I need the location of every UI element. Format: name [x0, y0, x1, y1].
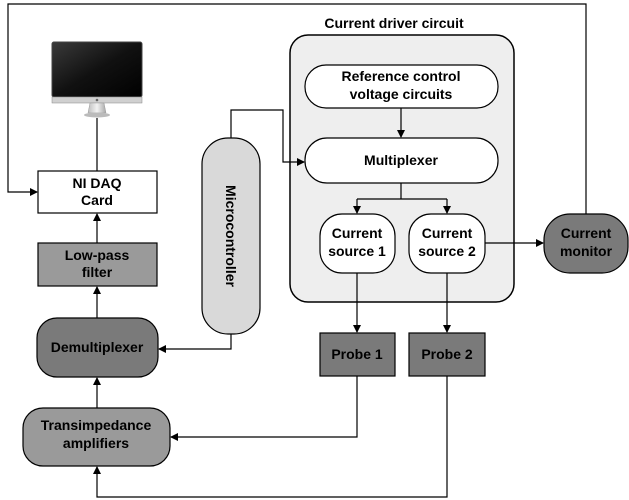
reference-control-label-line1: Reference control	[341, 68, 460, 84]
current-source-1-label-line2: source 1	[328, 243, 386, 259]
current-source-2-block: Current source 2	[408, 213, 486, 274]
low-pass-label-line2: filter	[82, 264, 113, 280]
transimpedance-label-line2: amplifiers	[63, 435, 129, 451]
current-monitor-label-line2: monitor	[560, 243, 613, 259]
transimpedance-label-line1: Transimpedance	[41, 417, 152, 433]
microcontroller-block: Microcontroller	[201, 137, 261, 335]
connector-micro-demux	[158, 334, 232, 353]
monitor-icon	[51, 41, 143, 118]
current-source-2-label-line2: source 2	[418, 243, 476, 259]
connector-monitor-daq	[7, 3, 587, 214]
ni-daq-card-block: NI DAQ Card	[37, 170, 158, 214]
low-pass-label-line1: Low-pass	[65, 247, 130, 263]
probe-1-block: Probe 1	[319, 332, 396, 377]
connector-mux-sources	[357, 183, 447, 200]
microcontroller-label: Microcontroller	[223, 185, 239, 287]
current-source-1-label-line1: Current	[332, 225, 383, 241]
ni-daq-label-line2: Card	[81, 192, 113, 208]
connector-probe1-tia	[170, 376, 358, 441]
current-monitor-label-line1: Current	[561, 225, 612, 241]
current-source-1-block: Current source 1	[319, 213, 396, 274]
transimpedance-amplifiers-block: Transimpedance amplifiers	[22, 407, 171, 467]
multiplexer-block: Multiplexer	[304, 137, 499, 184]
demultiplexer-label: Demultiplexer	[51, 339, 144, 355]
reference-control-label-line2: voltage circuits	[350, 86, 453, 102]
low-pass-filter-block: Low-pass filter	[37, 242, 158, 287]
panel-title: Current driver circuit	[324, 15, 464, 31]
connector-micro-mux	[230, 109, 305, 166]
probe-2-block: Probe 2	[408, 332, 486, 377]
current-source-2-label-line1: Current	[422, 225, 473, 241]
reference-control-block: Reference control voltage circuits	[304, 64, 499, 109]
ni-daq-label-line1: NI DAQ	[73, 175, 122, 191]
multiplexer-label: Multiplexer	[364, 152, 438, 168]
connector-probe2-tia	[93, 376, 448, 498]
probe-2-label: Probe 2	[421, 346, 473, 362]
current-monitor-block: Current monitor	[543, 213, 629, 274]
demultiplexer-block: Demultiplexer	[36, 317, 159, 378]
probe-1-label: Probe 1	[331, 346, 383, 362]
